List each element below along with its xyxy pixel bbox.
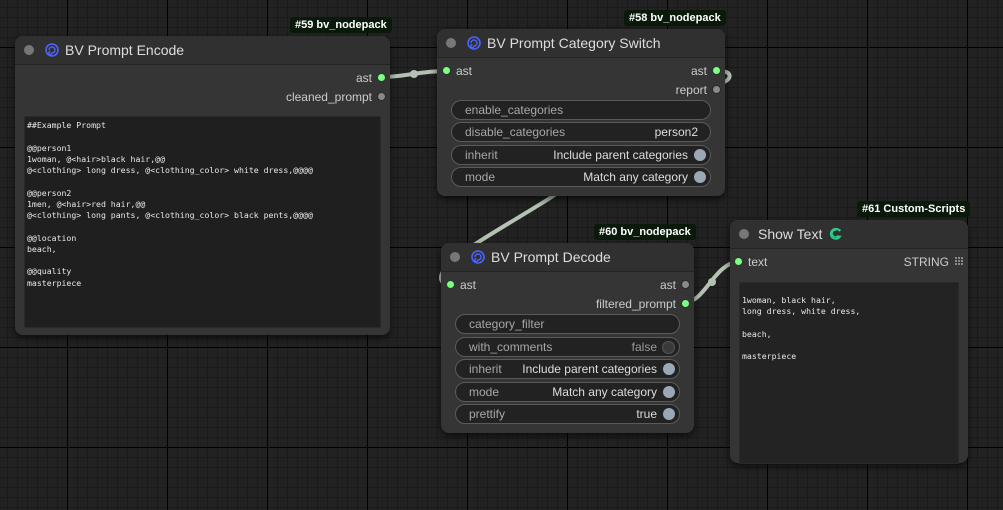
node-title-bar[interactable]: BV Prompt Category Switch (437, 29, 725, 58)
spiral-icon (467, 36, 481, 50)
collapse-dot-icon[interactable] (739, 229, 749, 239)
output-label-filtered-prompt: filtered_prompt (595, 297, 676, 311)
node-badge-60: #60 bv_nodepack (594, 224, 696, 240)
widget-label: inherit (469, 362, 502, 376)
toggle-knob-icon[interactable] (663, 386, 675, 398)
output-port-report[interactable] (713, 86, 720, 93)
node-title-bar[interactable]: BV Prompt Decode (441, 243, 694, 272)
widget-label: mode (465, 170, 496, 184)
output-port-ast[interactable] (378, 74, 385, 81)
input-label-ast: ast (460, 278, 477, 292)
output-label-ast: ast (659, 278, 676, 292)
output-label-report: report (675, 83, 707, 97)
collapse-dot-icon[interactable] (450, 252, 460, 262)
enable-categories-input[interactable]: enable_categories (451, 100, 711, 120)
disable-categories-input[interactable]: disable_categories person2 (451, 122, 711, 142)
node-badge-59: #59 bv_nodepack (290, 17, 392, 33)
input-label-ast: ast (456, 64, 473, 78)
widget-value: true (636, 407, 657, 421)
input-port-ast[interactable] (443, 67, 450, 74)
snake-icon (829, 227, 842, 240)
widget-value: Match any category (552, 385, 657, 399)
input-label-text: text (748, 255, 768, 269)
widget-value: person2 (654, 125, 698, 139)
widget-label: category_filter (469, 317, 545, 331)
prompt-textarea[interactable]: ##Example Prompt @@person1 1woman, @<hai… (24, 116, 381, 328)
category-filter-input[interactable]: category_filter (455, 314, 680, 334)
toggle-knob-icon[interactable] (694, 149, 706, 161)
output-label-cleaned-prompt: cleaned_prompt (285, 90, 372, 104)
prettify-toggle[interactable]: prettify true (455, 404, 680, 424)
mode-toggle[interactable]: mode Match any category (451, 167, 711, 187)
toggle-knob-icon[interactable] (662, 341, 675, 354)
widget-label: enable_categories (465, 103, 564, 117)
widget-value: Include parent categories (553, 148, 688, 162)
widget-value: Include parent categories (522, 362, 657, 376)
node-badge-61: #61 Custom-Scripts (857, 201, 971, 217)
inherit-toggle[interactable]: inherit Include parent categories (455, 359, 680, 379)
toggle-knob-icon[interactable] (663, 408, 675, 420)
mode-toggle[interactable]: mode Match any category (455, 382, 680, 402)
output-type-label: STRING (903, 255, 949, 269)
toggle-knob-icon[interactable] (694, 171, 706, 183)
widget-label: mode (469, 385, 500, 399)
output-port-cleaned-prompt[interactable] (378, 93, 385, 100)
output-label-ast: ast (355, 71, 372, 85)
input-port-text[interactable] (735, 258, 742, 265)
collapse-dot-icon[interactable] (446, 38, 456, 48)
input-port-ast[interactable] (447, 281, 454, 288)
node-title-bar[interactable]: BV Prompt Encode (15, 36, 390, 65)
toggle-knob-icon[interactable] (663, 363, 675, 375)
widget-label: disable_categories (465, 125, 566, 139)
node-title: BV Prompt Decode (491, 249, 611, 265)
node-title: BV Prompt Category Switch (487, 35, 661, 51)
widget-value: Match any category (583, 170, 688, 184)
output-port-ast[interactable] (682, 281, 689, 288)
inherit-toggle[interactable]: inherit Include parent categories (451, 145, 711, 165)
node-badge-58: #58 bv_nodepack (624, 10, 726, 26)
output-port-ast[interactable] (713, 67, 720, 74)
output-port-filtered-prompt[interactable] (682, 300, 689, 307)
show-text-node[interactable]: Show Text text STRING 1woman, black hair… (730, 220, 968, 464)
grid-dots-icon (955, 257, 963, 265)
widget-label: with_comments (469, 340, 553, 354)
widget-label: prettify (469, 407, 506, 421)
bv-prompt-category-switch-node[interactable]: BV Prompt Category Switch ast ast report… (437, 29, 725, 196)
collapse-dot-icon[interactable] (24, 45, 34, 55)
spiral-icon (45, 43, 59, 57)
node-title: BV Prompt Encode (65, 42, 185, 58)
spiral-icon (471, 250, 485, 264)
bv-prompt-decode-node[interactable]: BV Prompt Decode ast ast filtered_prompt… (441, 243, 694, 433)
node-title: Show Text (758, 226, 823, 242)
widget-value: false (631, 340, 657, 354)
output-text-display[interactable]: 1woman, black hair, long dress, white dr… (739, 282, 959, 464)
node-title-bar[interactable]: Show Text (730, 220, 968, 249)
widget-label: inherit (465, 148, 498, 162)
output-label-ast: ast (690, 64, 707, 78)
with-comments-toggle[interactable]: with_comments false (455, 337, 680, 357)
bv-prompt-encode-node[interactable]: BV Prompt Encode ast cleaned_prompt ##Ex… (15, 36, 390, 335)
